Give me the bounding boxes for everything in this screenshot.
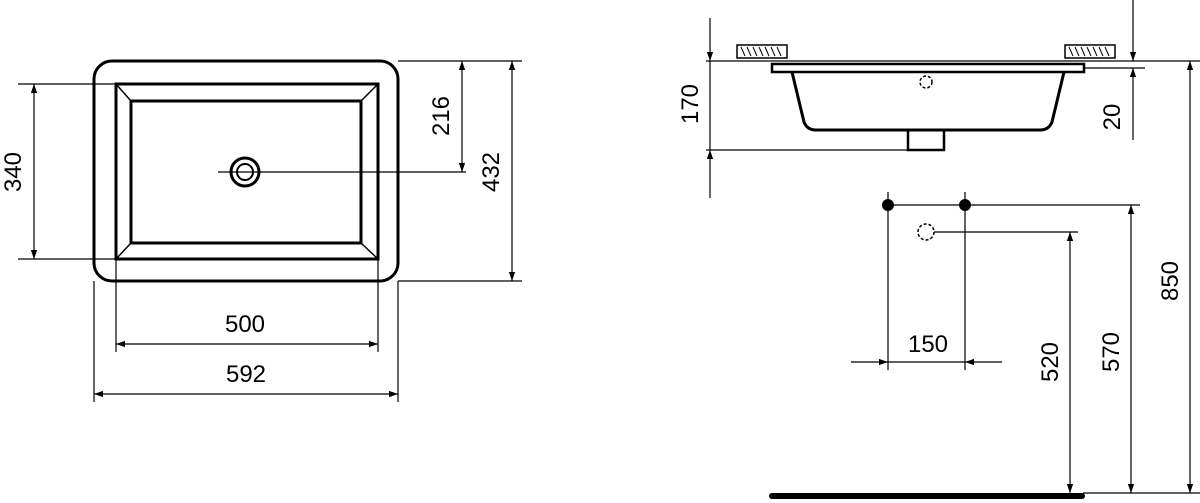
plan-view: 340 216 432 500 592: [0, 59, 522, 402]
countertop-hatch-right: [1064, 44, 1116, 59]
dim-outer-depth-label: 432: [478, 152, 505, 192]
dim-basin-height-label: 170: [677, 84, 704, 124]
waste-point-icon: [917, 223, 935, 241]
basin-bowl-section: [790, 71, 1066, 132]
dim-inner-width-label: 500: [225, 311, 265, 338]
countertop-hatch-left: [736, 44, 788, 59]
dim-drain-offset-label: 216: [428, 96, 455, 136]
dim-rim-thickness-label: 20: [1099, 104, 1126, 131]
basin-outer-outline: [92, 59, 400, 283]
dim-supply-height-label: 570: [1098, 332, 1125, 372]
dim-rim-height-label: 850: [1157, 261, 1184, 301]
basin-rim-flange: [770, 62, 1086, 74]
dim-supply-spacing-label: 150: [908, 331, 948, 358]
dim-waste-height-label: 520: [1037, 342, 1064, 382]
dim-outer-width-label: 592: [226, 361, 266, 388]
supply-point-right-icon: [959, 199, 971, 211]
overflow-icon: [919, 75, 933, 89]
section-view: 170 20 150 520 570 850: [677, 0, 1200, 499]
basin-outlet: [906, 130, 946, 152]
dim-inner-depth-label: 340: [0, 152, 27, 192]
supply-point-left-icon: [882, 199, 894, 211]
